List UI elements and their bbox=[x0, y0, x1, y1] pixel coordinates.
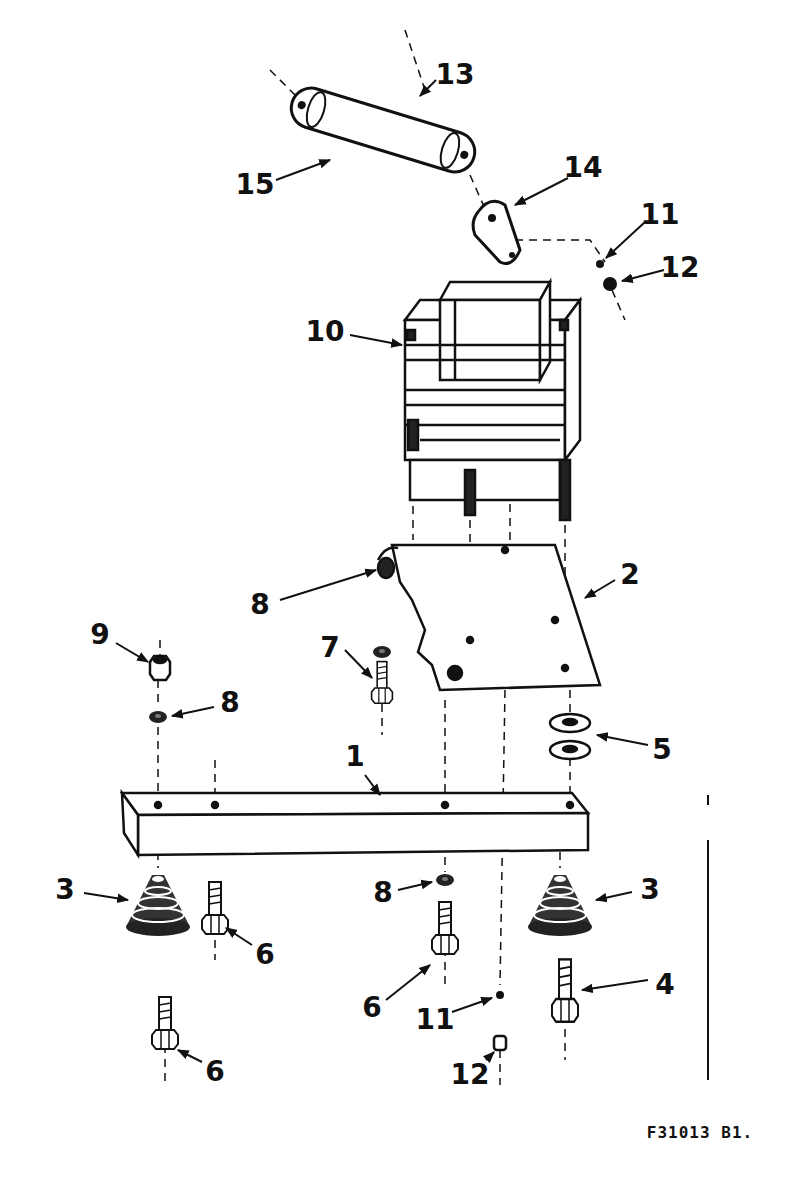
callout-number: 6 bbox=[205, 1058, 224, 1086]
callout-number: 12 bbox=[661, 254, 700, 282]
callout-number: 1 bbox=[345, 743, 364, 771]
callout-number: 2 bbox=[620, 561, 639, 589]
callout-number: 9 bbox=[90, 621, 109, 649]
callout-number: 10 bbox=[306, 318, 345, 346]
callout-number: 6 bbox=[362, 994, 381, 1022]
callout-number: 8 bbox=[220, 689, 239, 717]
callout-number: 8 bbox=[250, 591, 269, 619]
callout-number: 3 bbox=[640, 876, 659, 904]
figure-code: F31013 B1. bbox=[647, 1125, 753, 1141]
callout-number: 11 bbox=[641, 201, 680, 229]
callout-number: 8 bbox=[373, 879, 392, 907]
callout-number: 14 bbox=[564, 154, 603, 182]
callout-number: 4 bbox=[655, 971, 674, 999]
callout-number: 5 bbox=[652, 736, 671, 764]
callout-number: 11 bbox=[416, 1006, 455, 1034]
callout-number: 13 bbox=[436, 61, 475, 89]
callout-number: 12 bbox=[451, 1061, 490, 1089]
callout-number: 6 bbox=[255, 941, 274, 969]
callout-number: 15 bbox=[236, 171, 275, 199]
callout-number: 3 bbox=[55, 876, 74, 904]
callout-number: 7 bbox=[320, 634, 339, 662]
